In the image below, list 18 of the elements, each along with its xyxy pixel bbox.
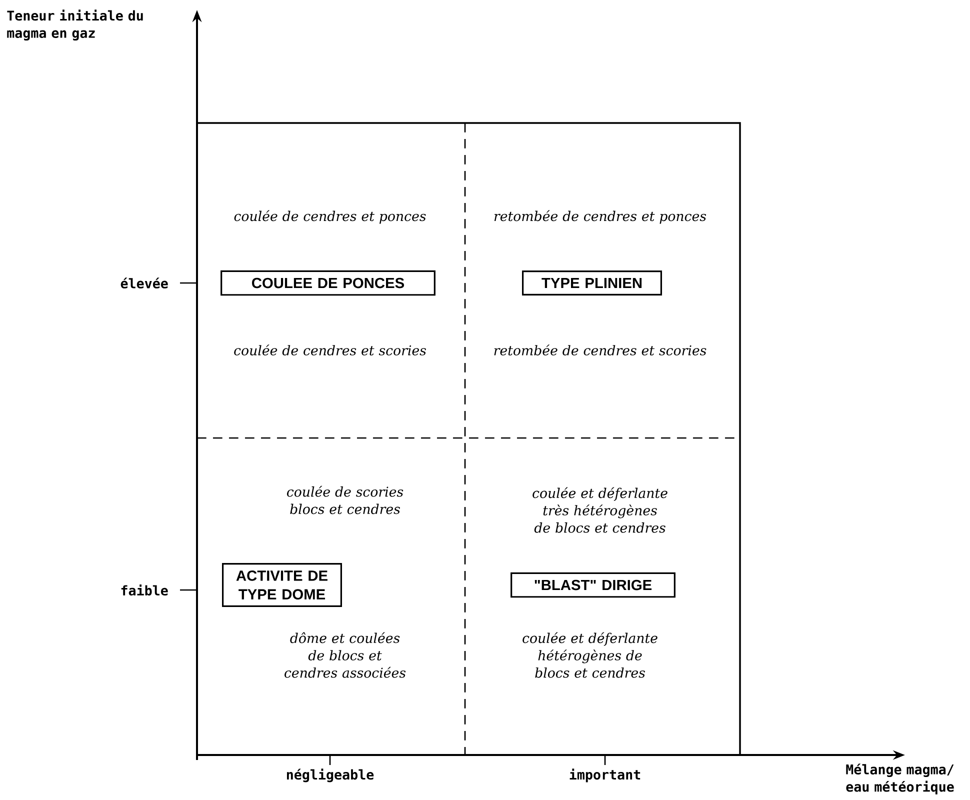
description-text: coulée et déferlante très hétérogènes de blocs et cendres [532, 487, 668, 533]
description-text: coulée de scories blocs et cendres [287, 486, 404, 514]
axis-label: Teneur initiale du magma en gaz [7, 10, 143, 41]
description-text: coulée et déferlante hétérogènes de blocs et cendres [522, 632, 658, 678]
category-box: ACTIVITE DE TYPE DOME [222, 563, 342, 607]
description-text: retombée de cendres et ponces [494, 210, 706, 224]
category-box: COULEE DE PONCES [220, 270, 436, 296]
tick-label: négligeable [286, 768, 374, 782]
tick-label: élevée [120, 278, 168, 288]
description-text: retombée de cendres et scories [494, 344, 706, 356]
category-box: TYPE PLINIEN [522, 270, 662, 296]
tick-label: important [570, 768, 640, 782]
description-text: coulée de cendres et ponces [234, 210, 426, 224]
description-text: dôme et coulées de blocs et cendres associées [284, 632, 406, 678]
category-box: "BLAST" DIRIGE [510, 572, 676, 598]
tick-label: faible [121, 584, 168, 596]
axis-label: Mélange magma/ eau météorique [846, 764, 954, 794]
description-text: coulée de cendres et scories [234, 344, 426, 356]
